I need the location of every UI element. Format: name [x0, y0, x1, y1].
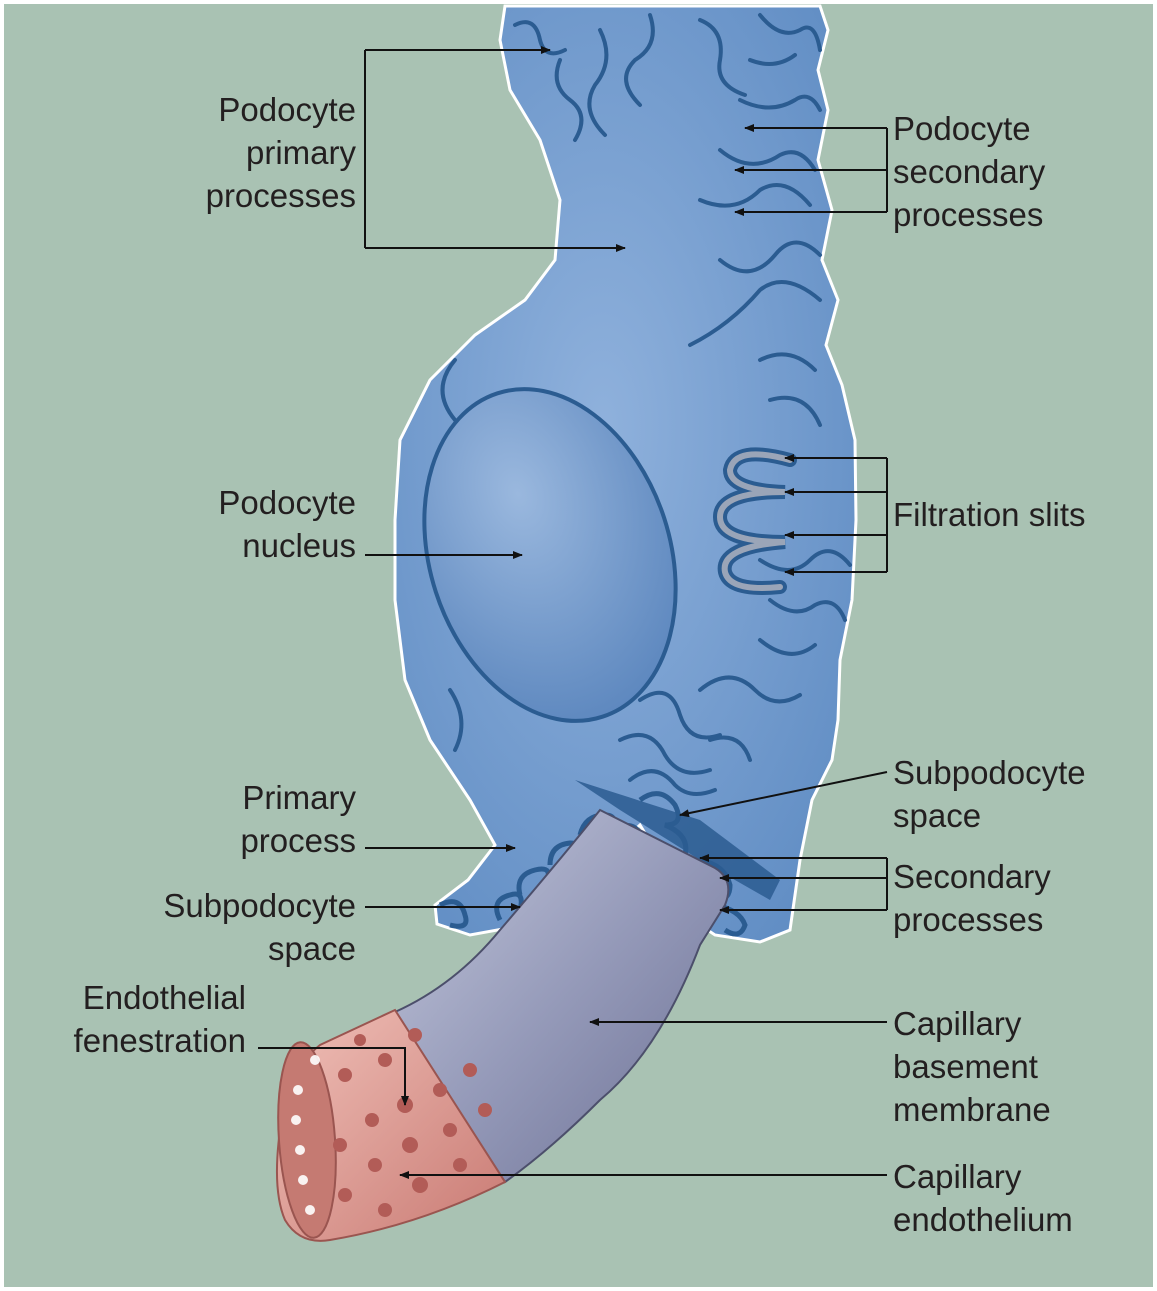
label-capillary-endothelium: Capillary endothelium [893, 1158, 1073, 1238]
leader-lines [258, 46, 888, 1179]
podocyte-processes [440, 13, 852, 796]
label-podocyte-nucleus: Podocyte nucleus [218, 484, 356, 564]
leader-endothelial-fenestration [258, 1047, 409, 1106]
label-podocyte-primary-processes: Podocyte primary processes [205, 91, 356, 214]
label-subpodocyte-space-right: Subpodocyte space [893, 754, 1086, 834]
subpodocyte-dark-band [575, 780, 780, 900]
leader-subpodocyte-right [679, 771, 888, 818]
label-subpodocyte-space-left: Subpodocyte space [163, 887, 356, 967]
label-endothelial-fenestration: Endothelial fenestration [73, 979, 246, 1059]
label-capillary-basement-membrane: Capillary basement membrane [893, 1005, 1051, 1128]
endothelial-fenestrations [333, 1028, 492, 1217]
label-primary-process: Primary process [240, 779, 356, 859]
podocyte-nucleus-shape [422, 387, 678, 723]
capillary-endothelium-shape [275, 1008, 507, 1242]
label-filtration-slits: Filtration slits [893, 496, 1086, 533]
filtration-slits [712, 447, 797, 595]
label-secondary-processes: Secondary processes [893, 858, 1051, 938]
label-podocyte-secondary-processes: Podocyte secondary processes [893, 110, 1046, 233]
